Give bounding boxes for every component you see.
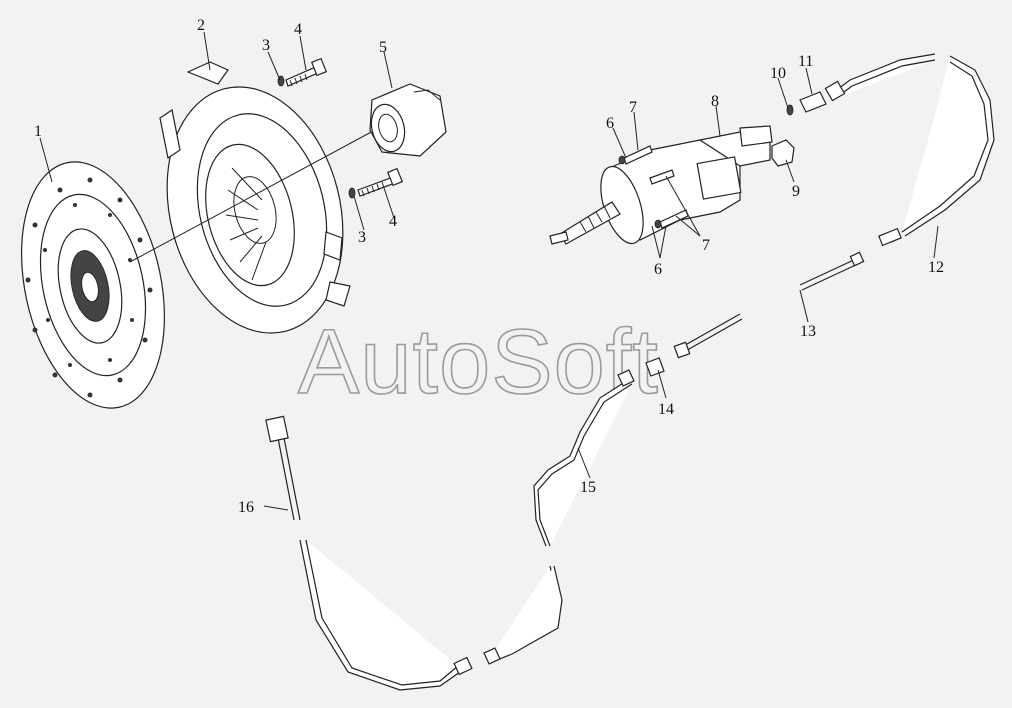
callout-14: 14: [658, 401, 674, 418]
callout-4: 4: [294, 21, 302, 38]
callout-3: 3: [262, 37, 270, 54]
fitting-nut: [771, 139, 795, 167]
callout-4-lower: 4: [389, 213, 397, 230]
washer-lower: [348, 187, 356, 199]
bolt-upper: [285, 57, 328, 87]
clutch-booster: [549, 125, 773, 245]
connector-14: [645, 341, 691, 377]
o-ring: [786, 104, 794, 116]
callout-1: 1: [34, 123, 42, 140]
booster-bolt-lower: [649, 169, 689, 229]
callout-11: 11: [798, 53, 813, 70]
adapter-fitting: [799, 91, 827, 113]
callout-16: 16: [238, 499, 254, 516]
callout-6: 6: [606, 115, 614, 132]
callout-7-lower: 7: [702, 237, 710, 254]
callout-6-lower: 6: [654, 261, 662, 278]
booster-bolt-upper: [618, 145, 653, 165]
callout-15: 15: [580, 479, 596, 496]
leader-lines: [39, 31, 939, 511]
callout-2: 2: [197, 17, 205, 34]
release-bearing: [369, 83, 447, 157]
callout-13: 13: [800, 323, 816, 340]
callout-3-lower: 3: [358, 229, 366, 246]
bolt-lower: [357, 167, 404, 197]
callout-8: 8: [711, 93, 719, 110]
pressure-plate: [159, 61, 351, 334]
callout-labels: 1 2 3 4 5 6 7 8 9 10 11 12 13 14 15 16 3…: [34, 17, 944, 516]
callout-5: 5: [379, 39, 387, 56]
watermark-text: AutoSoft: [298, 311, 659, 413]
pipe-15: [483, 369, 635, 665]
callout-9: 9: [792, 183, 800, 200]
pipe-13: [679, 251, 865, 354]
callout-7: 7: [629, 99, 637, 116]
callout-10: 10: [770, 65, 786, 82]
clutch-disc: [20, 161, 166, 409]
alignment-axis: [129, 129, 376, 263]
pipe-16: [265, 415, 473, 691]
callout-12: 12: [928, 259, 944, 276]
hose-12: [824, 53, 995, 247]
